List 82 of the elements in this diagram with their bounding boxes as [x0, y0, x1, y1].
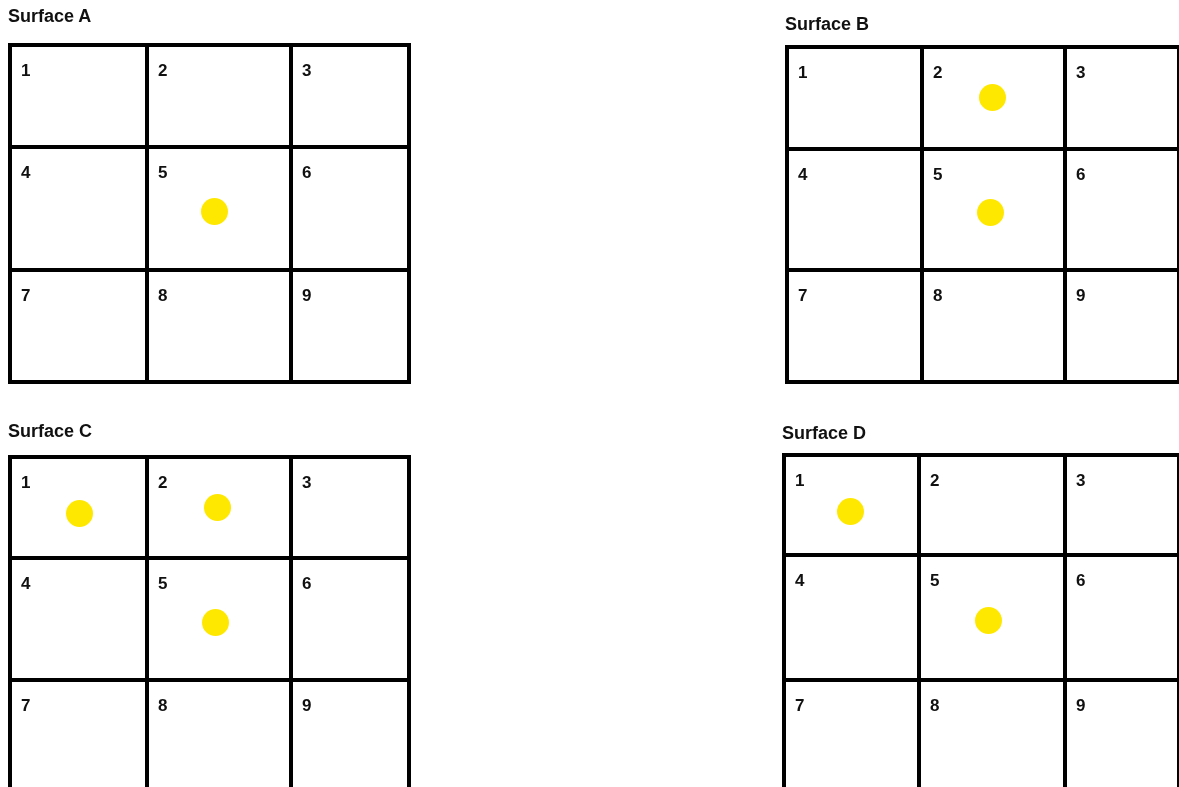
cell-number: 5: [930, 571, 940, 591]
grid-cell: [293, 47, 407, 145]
cell-number: 1: [798, 63, 808, 83]
cell-number: 1: [795, 471, 805, 491]
cell-number: 9: [1076, 286, 1086, 306]
grid-cell: [789, 272, 920, 380]
surface-heading: Surface C: [8, 421, 93, 442]
cell-number: 7: [795, 696, 805, 716]
grid-cell: [149, 560, 289, 678]
grid-cell: [12, 149, 145, 268]
cell-number: 8: [158, 286, 168, 306]
grid-cell: [924, 151, 1063, 268]
surface-heading: Surface B: [785, 14, 870, 35]
grid-cell: [12, 47, 145, 145]
cell-number: 8: [930, 696, 940, 716]
cell-number: 2: [158, 61, 168, 81]
dot: [66, 500, 93, 527]
grid-cell: [12, 560, 145, 678]
grid-cell: [149, 272, 289, 380]
cell-number: 8: [158, 696, 168, 716]
grid-cell: [149, 149, 289, 268]
grid-cell: [1067, 457, 1177, 553]
grid-cell: [921, 457, 1063, 553]
grid: [8, 455, 411, 787]
cell-number: 6: [1076, 571, 1086, 591]
dot: [975, 607, 1002, 634]
grid-cell: [293, 149, 407, 268]
cell-number: 2: [158, 473, 168, 493]
cell-number: 4: [21, 163, 31, 183]
grid: [8, 43, 411, 384]
grid: [782, 453, 1179, 787]
cell-number: 7: [21, 286, 31, 306]
cell-number: 1: [21, 61, 31, 81]
cell-number: 6: [302, 574, 312, 594]
cell-number: 7: [21, 696, 31, 716]
cell-number: 6: [1076, 165, 1086, 185]
cell-number: 3: [1076, 63, 1086, 83]
grid-cell: [293, 272, 407, 380]
cell-number: 4: [795, 571, 805, 591]
grid-cell: [149, 47, 289, 145]
dot: [202, 609, 229, 636]
cell-number: 4: [21, 574, 31, 594]
dot: [977, 199, 1004, 226]
grid: [785, 45, 1179, 384]
cell-number: 1: [21, 473, 31, 493]
dot: [201, 198, 228, 225]
grid-cell: [789, 49, 920, 147]
grid-cell: [1067, 151, 1177, 268]
dot: [837, 498, 864, 525]
cell-number: 5: [933, 165, 943, 185]
surface-heading: Surface D: [782, 423, 867, 444]
grid-cell: [1067, 49, 1177, 147]
grid-cell: [1067, 557, 1177, 678]
surface-heading: Surface A: [8, 6, 92, 27]
grid-cell: [924, 49, 1063, 147]
cell-number: 4: [798, 165, 808, 185]
cell-number: 9: [1076, 696, 1086, 716]
cell-number: 3: [1076, 471, 1086, 491]
cell-number: 9: [302, 696, 312, 716]
cell-number: 5: [158, 163, 168, 183]
grid-cell: [12, 459, 145, 556]
grid-cell: [789, 151, 920, 268]
cell-number: 8: [933, 286, 943, 306]
cell-number: 2: [930, 471, 940, 491]
cell-number: 9: [302, 286, 312, 306]
grid-cell: [924, 272, 1063, 380]
grid-cell: [149, 459, 289, 556]
cell-number: 2: [933, 63, 943, 83]
dot: [979, 84, 1006, 111]
dot: [204, 494, 231, 521]
grid-cell: [293, 459, 407, 556]
grid-cell: [12, 272, 145, 380]
grid-cell: [786, 557, 917, 678]
grid-cell: [921, 557, 1063, 678]
cell-number: 7: [798, 286, 808, 306]
grid-cell: [786, 457, 917, 553]
cell-number: 5: [158, 574, 168, 594]
cell-number: 3: [302, 61, 312, 81]
cell-number: 6: [302, 163, 312, 183]
grid-cell: [293, 560, 407, 678]
cell-number: 3: [302, 473, 312, 493]
grid-cell: [1067, 272, 1177, 380]
